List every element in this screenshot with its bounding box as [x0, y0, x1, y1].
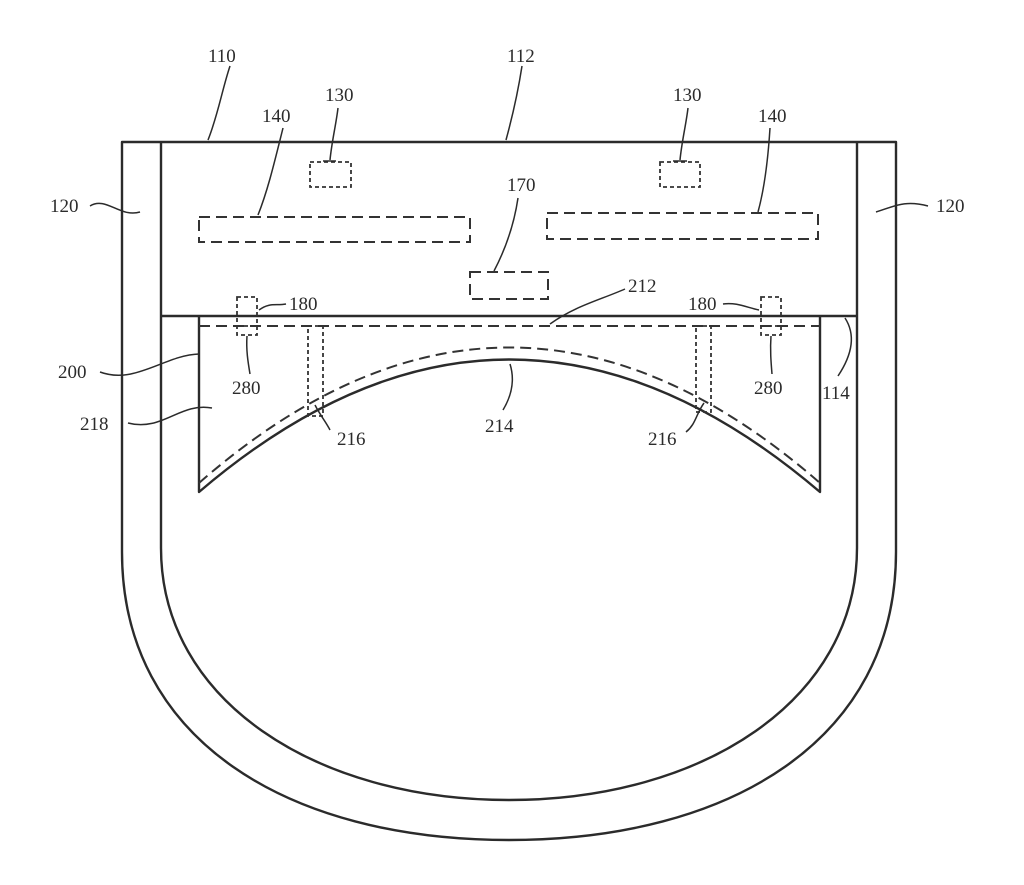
component-140-right: [547, 213, 818, 239]
label-180-left: 180: [289, 294, 318, 315]
label-140-right: 140: [758, 106, 787, 127]
inner-frame-loop: [161, 142, 857, 800]
label-120-left: 120: [50, 196, 79, 217]
leader-170: [494, 198, 518, 271]
post-216-right: [696, 326, 711, 412]
label-114: 114: [822, 383, 850, 404]
leader-130-right: [680, 108, 688, 160]
leader-130-left: [330, 108, 338, 160]
outer-frame: [122, 142, 896, 840]
label-130-left: 130: [325, 85, 354, 106]
label-130-right: 130: [673, 85, 702, 106]
label-200: 200: [58, 362, 87, 383]
label-110: 110: [208, 46, 236, 67]
label-120-right: 120: [936, 196, 965, 217]
label-214: 214: [485, 416, 514, 437]
leader-200: [100, 354, 199, 375]
component-170: [470, 272, 548, 299]
leader-120-left: [90, 203, 140, 213]
label-112: 112: [507, 46, 535, 67]
leader-114: [838, 318, 851, 376]
leader-140-right: [758, 128, 770, 212]
component-130-left: [310, 162, 351, 187]
leader-112: [506, 66, 522, 140]
label-180-right: 180: [688, 294, 717, 315]
leader-214: [503, 364, 512, 410]
component-130-right: [660, 162, 700, 187]
leader-180-left: [259, 304, 286, 310]
label-216-left: 216: [337, 429, 366, 450]
label-170: 170: [507, 175, 536, 196]
leader-212: [550, 289, 625, 324]
label-218: 218: [80, 414, 109, 435]
label-216-right: 216: [648, 429, 677, 450]
leader-120-right: [876, 204, 928, 212]
leader-280-left: [247, 336, 250, 374]
leader-180-right: [723, 304, 759, 310]
label-212: 212: [628, 276, 657, 297]
label-280-right: 280: [754, 378, 783, 399]
leader-110: [208, 66, 230, 140]
label-280-left: 280: [232, 378, 261, 399]
shield-body: [199, 316, 820, 492]
label-140-left: 140: [262, 106, 291, 127]
component-140-left: [199, 217, 470, 242]
leader-280-right: [771, 336, 772, 374]
